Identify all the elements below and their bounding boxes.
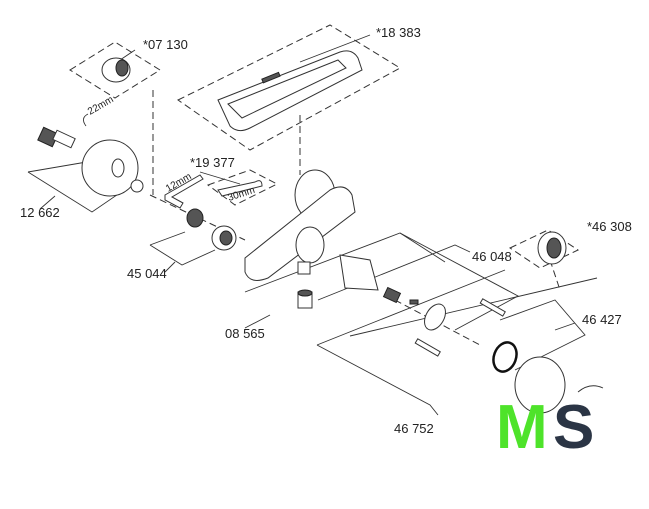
label-45044: 45 044 xyxy=(127,266,167,281)
label-46308: *46 308 xyxy=(587,219,632,234)
label-46427: 46 427 xyxy=(582,312,622,327)
label-18383: *18 383 xyxy=(376,25,421,40)
label-46752: 46 752 xyxy=(394,421,434,436)
part-08565-nozzle xyxy=(297,289,313,309)
logo-letter-m: M xyxy=(496,393,548,462)
part-mixer-body xyxy=(244,169,356,281)
part-07130-cartridge xyxy=(101,57,131,83)
part-labels: *07 130 *18 383 *19 377 12 662 45 044 46… xyxy=(20,25,632,436)
label-07130: *07 130 xyxy=(143,37,188,52)
part-12662-inlet xyxy=(37,113,144,197)
label-19377: *19 377 xyxy=(190,155,235,170)
part-18383-shelf xyxy=(217,50,363,132)
part-tools xyxy=(164,174,263,209)
part-46308-handle xyxy=(537,231,567,265)
part-46427-oring-cap xyxy=(492,341,604,414)
leader-lines xyxy=(27,34,598,416)
label-12662: 12 662 xyxy=(20,205,60,220)
part-46048-cartridge xyxy=(339,254,506,357)
label-46048: 46 048 xyxy=(472,249,512,264)
ms-logo: M S xyxy=(496,393,594,462)
dim-22mm: 22mm xyxy=(86,94,116,117)
label-08565: 08 565 xyxy=(225,326,265,341)
part-45044-nut xyxy=(186,208,237,251)
dashed-groupings xyxy=(69,24,580,346)
logo-letter-s: S xyxy=(553,393,594,462)
